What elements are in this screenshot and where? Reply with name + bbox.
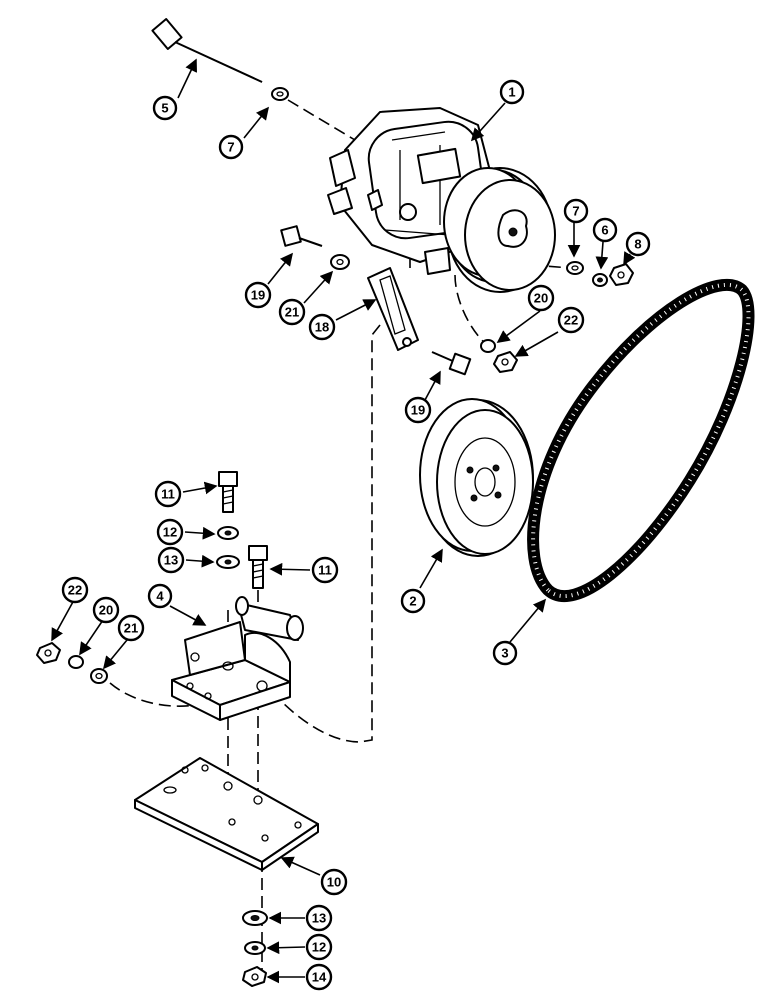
callout-11-right: 11 [311,556,339,584]
svg-text:11: 11 [318,563,332,578]
callout-21-lower: 21 [117,614,145,642]
callout-10: 10 [320,868,348,896]
washer-part-7-right [566,261,584,275]
callout-8: 8 [625,231,651,257]
callout-20-upper: 20 [527,284,555,312]
svg-text:14: 14 [312,970,327,985]
mounting-bracket-part-4 [171,596,304,721]
svg-text:22: 22 [68,583,82,598]
nut-part-22-upper [493,351,518,373]
svg-text:12: 12 [312,940,326,955]
svg-text:5: 5 [161,101,168,116]
callout-12-lower: 12 [305,933,333,961]
v-belt-part-3 [527,279,755,602]
nut-part-14 [242,966,267,987]
long-bolt-part-5 [151,18,263,83]
bolt-part-11-right [248,545,268,589]
svg-text:7: 7 [572,204,579,219]
callout-13-lower: 13 [305,904,333,932]
svg-text:12: 12 [163,525,177,540]
callout-11-top: 11 [154,480,182,508]
callout-7-top: 7 [218,134,244,160]
washer-part-21-upper [330,254,350,270]
washer-part-13-upper [216,555,240,569]
leader-lines [51,58,636,984]
svg-text:20: 20 [99,603,113,618]
callout-7-right: 7 [563,198,589,224]
svg-text:1: 1 [508,85,515,100]
callout-20-lower: 20 [92,596,120,624]
callout-3: 3 [492,640,518,666]
svg-text:10: 10 [327,875,341,890]
callout-12-upper: 12 [156,518,184,546]
lockwasher-part-12-upper [217,526,239,540]
bolt-part-11-top [218,471,238,513]
svg-text:19: 19 [411,403,425,418]
washer-part-7-top [271,87,289,101]
callout-22-lower: 22 [61,576,89,604]
callout-18: 18 [308,313,336,341]
washer-part-21-lower [90,668,108,684]
svg-text:22: 22 [564,313,578,328]
svg-text:3: 3 [501,646,508,661]
pulley-part-2 [419,398,534,557]
callout-4: 4 [147,583,173,609]
callout-1: 1 [499,79,525,105]
svg-text:21: 21 [124,621,138,636]
nut-part-6 [592,273,608,287]
bolt-part-19-upper [280,225,323,247]
svg-text:6: 6 [601,223,608,238]
svg-text:20: 20 [534,291,548,306]
callout-13-upper: 13 [157,546,185,574]
callout-5: 5 [152,95,178,121]
adjust-bracket-part-18 [367,267,419,351]
nut-part-22-lower [36,642,61,664]
svg-text:4: 4 [156,589,164,604]
callout-21-upper: 21 [278,298,306,326]
svg-text:18: 18 [315,320,329,335]
nut-part-8 [609,263,634,286]
svg-text:19: 19 [251,288,265,303]
bolt-part-19-lower [431,351,472,376]
base-plate-part-10 [134,757,319,871]
callout-22-upper: 22 [557,306,585,334]
svg-text:7: 7 [227,140,234,155]
callout-14: 14 [305,963,333,991]
svg-text:13: 13 [312,911,326,926]
washer-part-13-lower [242,910,268,926]
callout-6: 6 [592,217,618,243]
svg-text:2: 2 [409,594,416,609]
lockwasher-part-20-lower [68,655,84,669]
lockwasher-part-20-upper [480,339,496,353]
callout-2: 2 [400,588,426,614]
svg-text:8: 8 [634,237,641,252]
compressor-part-1 [327,107,556,293]
svg-text:21: 21 [285,305,299,320]
callout-19-lower: 19 [404,396,432,424]
callout-19-upper: 19 [244,281,272,309]
svg-text:11: 11 [161,487,175,502]
lockwasher-part-12-lower [244,941,266,955]
svg-text:13: 13 [164,553,178,568]
